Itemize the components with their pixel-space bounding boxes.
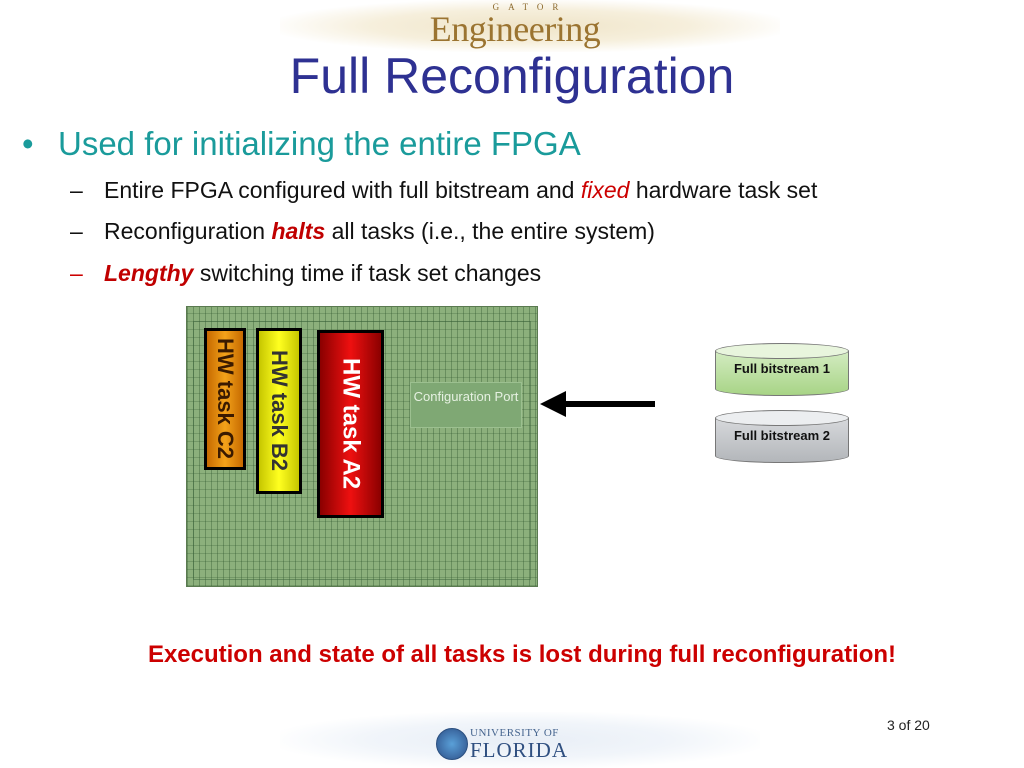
hw-task-c2: HW task C2 xyxy=(204,328,246,470)
sub-bullet-2-post: all tasks (i.e., the entire system) xyxy=(325,218,655,244)
cylinder-top xyxy=(715,343,849,359)
sub-bullet-3: –Lengthy switching time if task set chan… xyxy=(70,258,541,288)
fpga-inner-border xyxy=(193,321,531,580)
sub-bullet-1: –Entire FPGA configured with full bitstr… xyxy=(70,175,817,205)
hw-task-a2-label: HW task A2 xyxy=(337,358,365,490)
sub-bullet-3-emphasis: Lengthy xyxy=(104,260,194,286)
uf-logo-florida: FLORIDA xyxy=(470,738,569,762)
hw-task-a2: HW task A2 xyxy=(317,330,384,518)
sub-bullet-1-post: hardware task set xyxy=(629,177,818,203)
logo-gator-text: GATOR xyxy=(492,2,568,12)
dash-icon: – xyxy=(70,260,83,286)
arrow-shaft xyxy=(560,401,655,407)
page-number: 3 of 20 xyxy=(887,717,930,733)
configuration-port: Configuration Port xyxy=(410,382,522,428)
dash-icon: – xyxy=(70,177,83,203)
uf-seal-icon xyxy=(436,728,468,760)
main-bullet: • Used for initializing the entire FPGA xyxy=(22,122,581,166)
bitstream-1-cylinder: Full bitstream 1 xyxy=(715,343,849,399)
main-bullet-text: Used for initializing the entire FPGA xyxy=(58,125,581,162)
bitstream-2-cylinder: Full bitstream 2 xyxy=(715,410,849,468)
bitstream-2-label: Full bitstream 2 xyxy=(733,428,831,443)
sub-bullet-1-pre: Entire FPGA configured with full bitstre… xyxy=(104,177,581,203)
sub-bullet-1-emphasis: fixed xyxy=(580,177,630,203)
slide-title: Full Reconfiguration xyxy=(289,48,735,104)
hw-task-c2-label: HW task C2 xyxy=(213,338,238,460)
sub-bullet-3-post: switching time if task set changes xyxy=(193,260,542,286)
sub-bullet-2: –Reconfiguration halts all tasks (i.e., … xyxy=(70,216,655,246)
bullet-dot-icon: • xyxy=(22,125,34,162)
header-logo-band xyxy=(280,0,780,52)
dash-icon: – xyxy=(70,218,83,244)
hw-task-b2-label: HW task B2 xyxy=(267,350,292,472)
logo-engineering: Engineering xyxy=(429,9,601,49)
uf-logo-university: UNIVERSITY OF xyxy=(470,727,559,739)
cylinder-top xyxy=(715,410,849,426)
bitstream-1-label: Full bitstream 1 xyxy=(733,361,831,376)
hw-task-b2: HW task B2 xyxy=(256,328,302,494)
footer-band xyxy=(280,712,760,768)
sub-bullet-2-emphasis: halts xyxy=(271,218,326,244)
warning-text: Execution and state of all tasks is lost… xyxy=(147,641,897,668)
sub-bullet-2-pre: Reconfiguration xyxy=(104,218,272,244)
